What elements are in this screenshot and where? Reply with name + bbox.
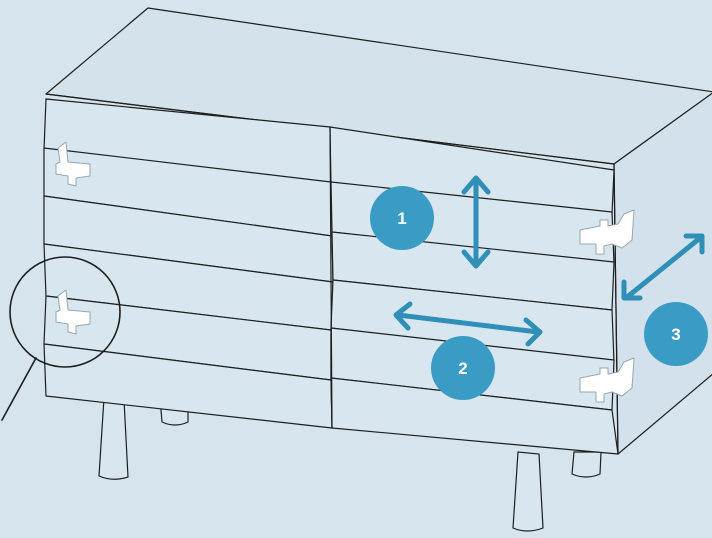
double-arrow-horizontal-icon xyxy=(393,301,543,347)
zoom-pointer xyxy=(1,357,37,421)
arrow-vertical-head-top xyxy=(461,175,491,195)
drawers-left-column xyxy=(43,98,334,429)
wall-bracket-icon xyxy=(55,289,91,335)
wall-bracket-icon xyxy=(579,209,635,255)
movement-arrows xyxy=(393,175,705,347)
arrow-horizontal-head-right xyxy=(523,317,543,347)
callout-1: 1 xyxy=(370,186,434,250)
callout-badge xyxy=(431,336,495,400)
arrow-diagonal-shaft xyxy=(623,235,703,301)
callout-badge xyxy=(644,302,708,366)
drawers-right-column xyxy=(329,126,619,455)
callout-label: 2 xyxy=(458,359,467,378)
zoom-circle xyxy=(9,256,121,368)
wall-brackets xyxy=(55,141,635,403)
leg-front-left xyxy=(98,397,129,480)
front-right-edge xyxy=(613,163,619,455)
callout-label: 3 xyxy=(671,325,680,344)
arrow-vertical-head-bottom xyxy=(461,249,491,269)
leg-back-right xyxy=(571,451,602,478)
callout-2: 2 xyxy=(431,336,495,400)
double-arrow-diagonal-icon xyxy=(621,233,705,301)
wall-bracket-icon xyxy=(579,357,635,403)
arrow-diagonal-head-high xyxy=(683,233,705,255)
leg-front-right xyxy=(512,451,544,532)
arrow-horizontal-shaft xyxy=(395,312,541,335)
dresser-legs xyxy=(98,397,602,532)
callout-3: 3 xyxy=(644,302,708,366)
magnifier-circle-icon xyxy=(1,256,121,421)
arrow-diagonal-head-low xyxy=(621,279,643,301)
callout-badge xyxy=(370,186,434,250)
double-arrow-vertical-icon xyxy=(461,175,491,269)
callout-label: 1 xyxy=(397,209,406,228)
center-divider xyxy=(329,126,333,429)
arrow-horizontal-head-left xyxy=(393,301,413,331)
wall-bracket-icon xyxy=(55,141,91,187)
